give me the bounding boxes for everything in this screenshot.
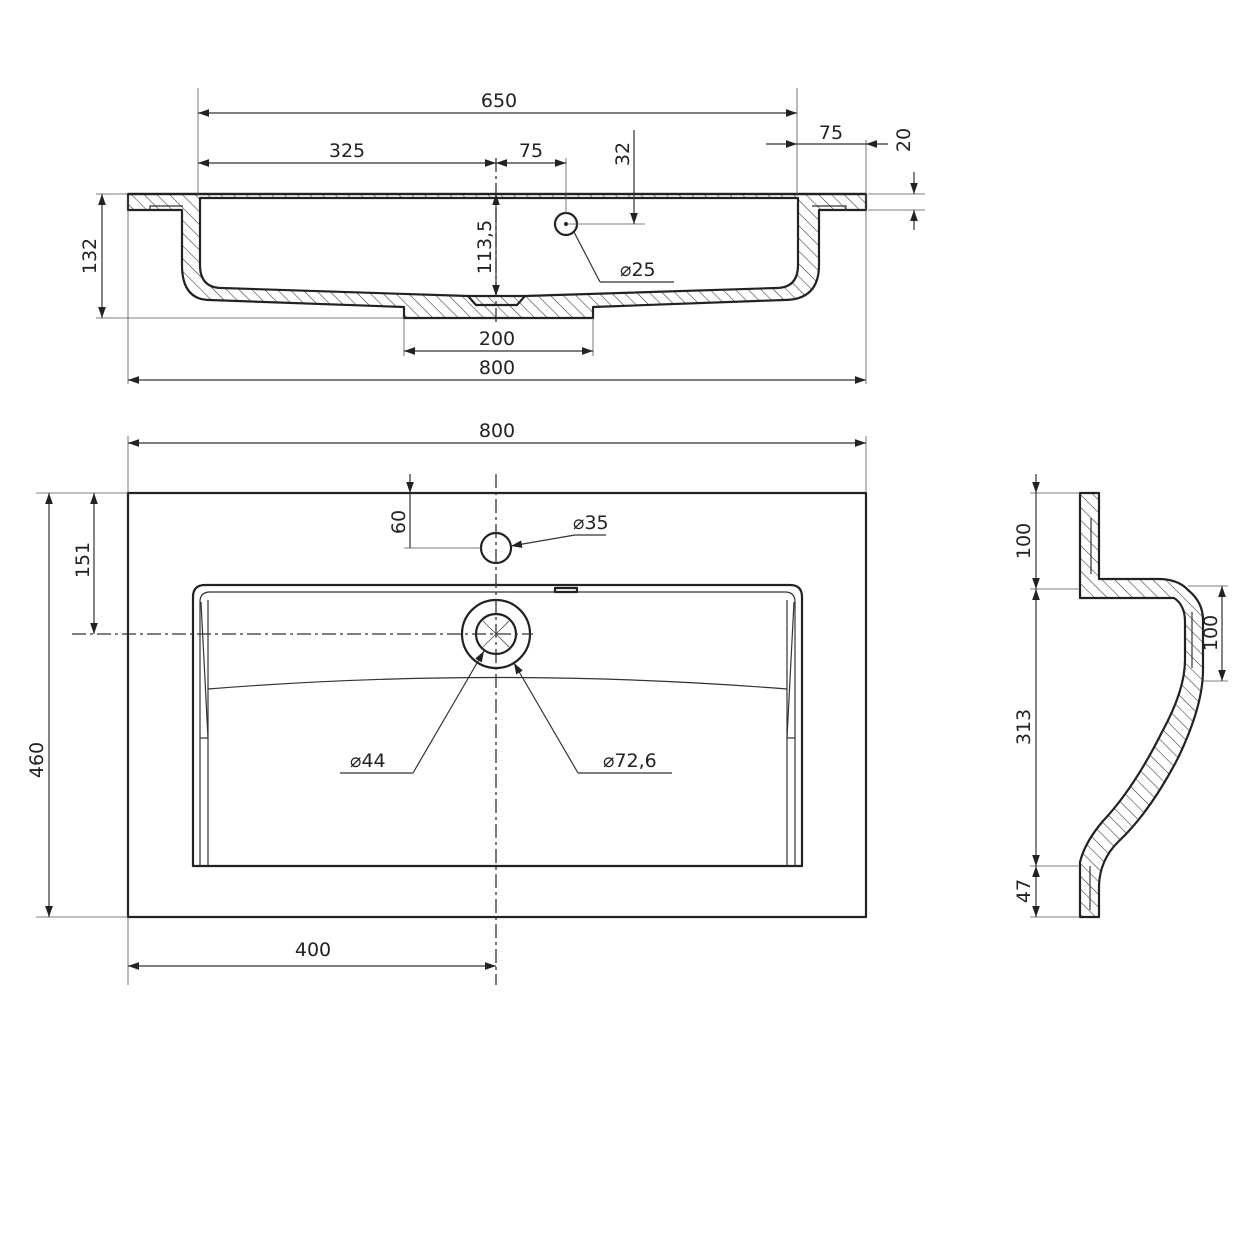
- rim-slot-right: [812, 205, 847, 210]
- dim-tap-hole-plan-diameter: ⌀35: [573, 512, 609, 534]
- dim-overall-width-front: 800: [479, 357, 515, 379]
- dim-height: 132: [79, 238, 101, 274]
- dim-top-flange: 100: [1013, 523, 1035, 559]
- drain-notch: [467, 295, 526, 307]
- dim-rim-overhang: 75: [819, 122, 843, 144]
- dim-tap-hole-diameter: ⌀25: [620, 259, 656, 281]
- top-plan-view: 800 460 151 60 ⌀35 ⌀44 ⌀72,6 400: [26, 420, 868, 985]
- dim-rim-thickness: 20: [893, 128, 915, 152]
- dim-drain-depth: 113,5: [474, 220, 496, 274]
- dim-tap-hole-depth: 32: [612, 142, 634, 166]
- bowl-outline: [191, 583, 804, 868]
- dim-half-width: 325: [329, 140, 365, 162]
- dim-bowl-width: 650: [481, 90, 517, 112]
- dim-tap-hole-offset: 60: [388, 510, 410, 534]
- basin-section-profile: [126, 192, 868, 320]
- dim-bottom-flange: 47: [1013, 879, 1035, 903]
- dim-drain-center-offset: 151: [72, 542, 94, 578]
- dim-overall-depth: 460: [26, 742, 48, 778]
- side-profile-section: [1078, 491, 1205, 919]
- dim-drain-inner-diameter: ⌀44: [350, 750, 386, 772]
- rim-slot-left: [149, 205, 183, 210]
- dim-drain-zone: 100: [1200, 615, 1222, 651]
- dim-half-width-plan: 400: [295, 939, 331, 961]
- dim-profile-height: 313: [1013, 709, 1035, 745]
- countertop-outline: [126, 491, 868, 919]
- front-section-view: 650 325 75 32 75 20 132 113,5 ⌀: [79, 88, 925, 384]
- dim-base-width: 200: [479, 328, 515, 350]
- dim-tap-offset: 75: [519, 140, 543, 162]
- overflow-slot: [553, 586, 579, 594]
- dim-drain-outer-diameter: ⌀72,6: [603, 750, 657, 772]
- dim-overall-width-plan: 800: [479, 420, 515, 442]
- bowl-slope-line: [207, 676, 788, 690]
- side-profile-view: 100 100 313 47: [1013, 474, 1228, 919]
